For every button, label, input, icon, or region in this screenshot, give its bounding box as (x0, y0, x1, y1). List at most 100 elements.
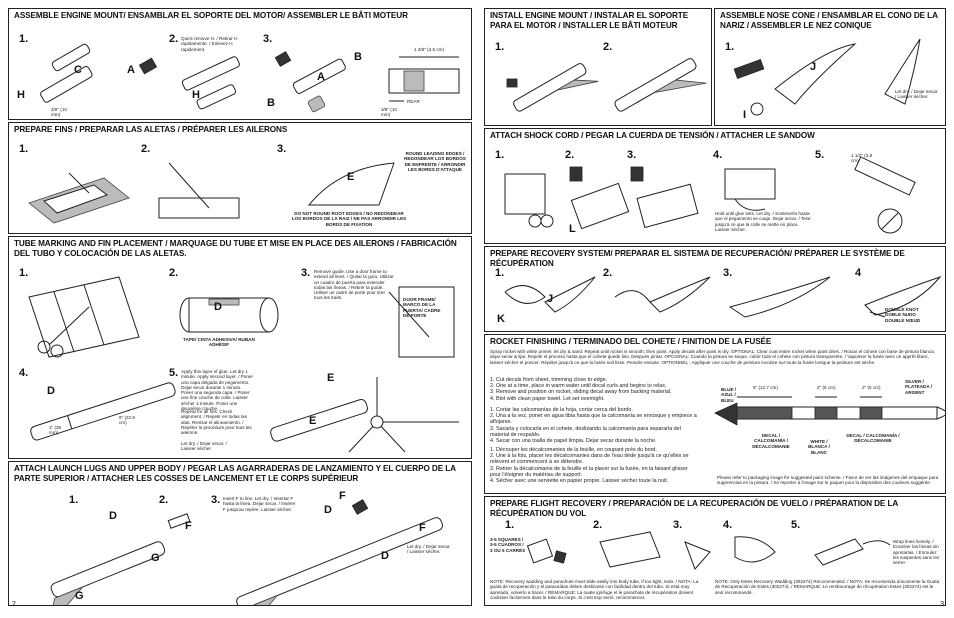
step-number: 1. (19, 143, 29, 155)
step5-note: Apply thin layer of glue. Let dry 1 minu… (181, 369, 254, 412)
engine-mount-illustration (40, 43, 460, 113)
step-number: 4 (855, 267, 862, 279)
instructions-es: 1. Cortar las calcomanías de la hoja, co… (490, 407, 700, 444)
step-number: 2. (603, 267, 613, 279)
dimension-label: 1" (25 mm) (49, 425, 62, 436)
door-frame-label: DOOR FRAME/ MARCO DE LA PUERTA/ CADRE DE… (403, 297, 441, 318)
instruction-line: 1. Cut decals from sheet, trimming close… (490, 377, 608, 383)
dimension-label: 3/8" (10 mm) (51, 107, 67, 118)
step-number: 2. (603, 41, 613, 53)
dimension-label: 1 1/2" (3.8 cm) (851, 153, 873, 164)
instruction-line: 4. Sécher avec une serviette en papier p… (490, 478, 669, 485)
section-assemble-engine-mount: ASSEMBLE ENGINE MOUNT/ ENSAMBLAR EL SOPO… (8, 8, 472, 120)
dimension-label: 9" (22.9 cm) (119, 415, 135, 426)
let-dry-note: Let dry. / Dejar secar. / Laisser sécher… (895, 89, 939, 100)
step-number: 3. (723, 267, 733, 279)
part-label: F (185, 520, 192, 532)
part-label: H (17, 89, 25, 101)
shock-cord-illustration (504, 156, 916, 234)
decal-label: DECAL / CALCOMANÍA / DÉCALCOMANIE (846, 433, 900, 444)
paint-scheme-illustration (714, 396, 945, 426)
section-header: ROCKET FINISHING / TERMINADO DEL COHETE … (490, 337, 772, 346)
let-dry-note: Let dry. / Dejar secar. / Laisser sécher… (407, 544, 451, 555)
step-number: 1. (19, 33, 29, 45)
part-label: C (74, 64, 82, 76)
step-note: Quick remove H. / Retirar H rapidamente.… (181, 36, 238, 52)
step-number: 1. (495, 267, 505, 279)
part-label: D (109, 510, 117, 522)
dimension-label: 5" (12.7 cm) (753, 385, 778, 390)
instructions-en: 1. Cut decals from sheet, trimming close… (490, 377, 700, 402)
repeat-note: Repeat for all fins. Check alignment. / … (181, 409, 252, 436)
step3-note: Insert F to line. Let dry. / Insertar F … (223, 496, 296, 512)
section-tube-marking: TUBE MARKING AND FIN PLACEMENT / MARQUAG… (8, 236, 472, 459)
flight-note: NOTE: Only Estes Recovery Wadding (30227… (715, 579, 940, 595)
rear-label: REAR (407, 99, 420, 104)
section-header: ASSEMBLE ENGINE MOUNT/ ENSAMBLAR EL SOPO… (14, 11, 408, 20)
step-number: 4. (713, 149, 723, 161)
flight-note: NOTE: Recovery wadding and parachute mus… (490, 579, 699, 600)
part-label: J (547, 293, 554, 305)
step-number: 3. (673, 519, 683, 531)
step-number: 2. (169, 33, 179, 45)
section-header: PREPARE FINS / PREPARAR LAS ALETAS / PRÉ… (14, 125, 288, 134)
fins-illustration (28, 162, 395, 224)
instruction-line: 3. Remove and position on rocket, slidin… (490, 389, 672, 396)
dimension-label: 1 3/8" (3.5 cm) (414, 47, 444, 52)
part-label: D (214, 301, 222, 313)
flight-recovery-illustration (526, 531, 891, 570)
part-label: E (347, 171, 355, 183)
step-number: 2. (169, 267, 179, 279)
squares-label: 3-5 SQUARES / 3-5 CUADROS / 3 OU 5 CARRÉ… (490, 537, 526, 553)
part-label: G (75, 590, 84, 602)
step-number: 2. (565, 149, 575, 161)
section-header: PREPARE FLIGHT RECOVERY / PREPARACIÓN DE… (490, 499, 898, 518)
part-label: G (151, 552, 160, 564)
section-prepare-recovery: PREPARE RECOVERY SYSTEM/ PREPARAR EL SIS… (484, 246, 946, 332)
part-label: L (569, 223, 576, 235)
section-prepare-flight-recovery: PREPARE FLIGHT RECOVERY / PREPARACIÓN DE… (484, 496, 946, 606)
instruction-line: 4. Blot with clean paper towel. Let set … (490, 395, 605, 402)
color-label: BLUE / AZUL / BLEU (721, 387, 737, 403)
step3-note: Remove guide. Use a door frame to extend… (314, 269, 394, 301)
step-number: 2. (593, 519, 603, 531)
part-label: K (497, 313, 505, 325)
part-label: E (327, 372, 335, 384)
tape-label: TAPE/ CINTA ADHESIVA/ RUBAN ADHÉSIF (183, 337, 255, 348)
section-header: ASSEMBLE NOSE CONE / ENSAMBLAR EL CONO D… (720, 11, 938, 30)
part-label: A (127, 64, 135, 76)
section-assemble-nose-cone: ASSEMBLE NOSE CONE / ENSAMBLAR EL CONO D… (714, 8, 946, 126)
step-number: 2. (141, 143, 151, 155)
part-label: E (309, 415, 317, 427)
step-number: 1. (19, 267, 29, 279)
section-header: TUBE MARKING AND FIN PLACEMENT / MARQUAG… (14, 239, 457, 258)
part-label: A (317, 71, 325, 83)
part-label: B (267, 97, 275, 109)
section-install-engine-mount: INSTALL ENGINE MOUNT / INSTALAR EL SOPOR… (484, 8, 712, 126)
part-label: D (324, 504, 332, 516)
step-number: 5. (815, 149, 825, 161)
instruction-line: 2. Une à la fois, placer les décalcomani… (490, 453, 689, 466)
color-label: WHITE / BLANCA / BLANC (808, 439, 830, 455)
section-attach-shock-cord: ATTACH SHOCK CORD / PEGAR LA CUERDA DE T… (484, 128, 946, 244)
launch-lugs-illustration (45, 499, 443, 605)
part-label: D (381, 550, 389, 562)
wrap-note: Wrap lines loosely. / Envolver las línea… (893, 539, 940, 566)
step-number: 3. (211, 494, 221, 506)
instruction-line: 3. Sacarla y colocarla en el cohete, des… (490, 425, 681, 438)
right-page: INSTALL ENGINE MOUNT / INSTALAR EL SOPOR… (484, 8, 946, 608)
double-knot-label: DOUBLE KNOT DOBLE NUDO DOUBLE NŒUD (885, 307, 921, 323)
part-label: H (192, 89, 200, 101)
finishing-intro: Spray rocket with white primer, let dry … (490, 349, 935, 365)
section-header: PREPARE RECOVERY SYSTEM/ PREPARAR EL SIS… (490, 249, 905, 268)
instruction-line: 2. Una a la vez, poner en agua tibia has… (490, 413, 697, 426)
round-edges-note: ROUND LEADING EDGES / REDONDEAR LOS BORD… (404, 151, 466, 172)
instruction-line: 1. Cortar las calcomanías de la hoja, co… (490, 407, 633, 413)
instructions-fr: 1. Découper les décalcomanies de la feui… (490, 447, 700, 484)
step-number: 3. (263, 33, 273, 45)
tube-marking-illustration (28, 276, 459, 453)
part-label: I (743, 109, 747, 121)
step-number: 1. (495, 41, 505, 53)
left-page: ASSEMBLE ENGINE MOUNT/ ENSAMBLAR EL SOPO… (8, 8, 472, 608)
dimension-label: 3/8" (10 mm) (381, 107, 397, 118)
